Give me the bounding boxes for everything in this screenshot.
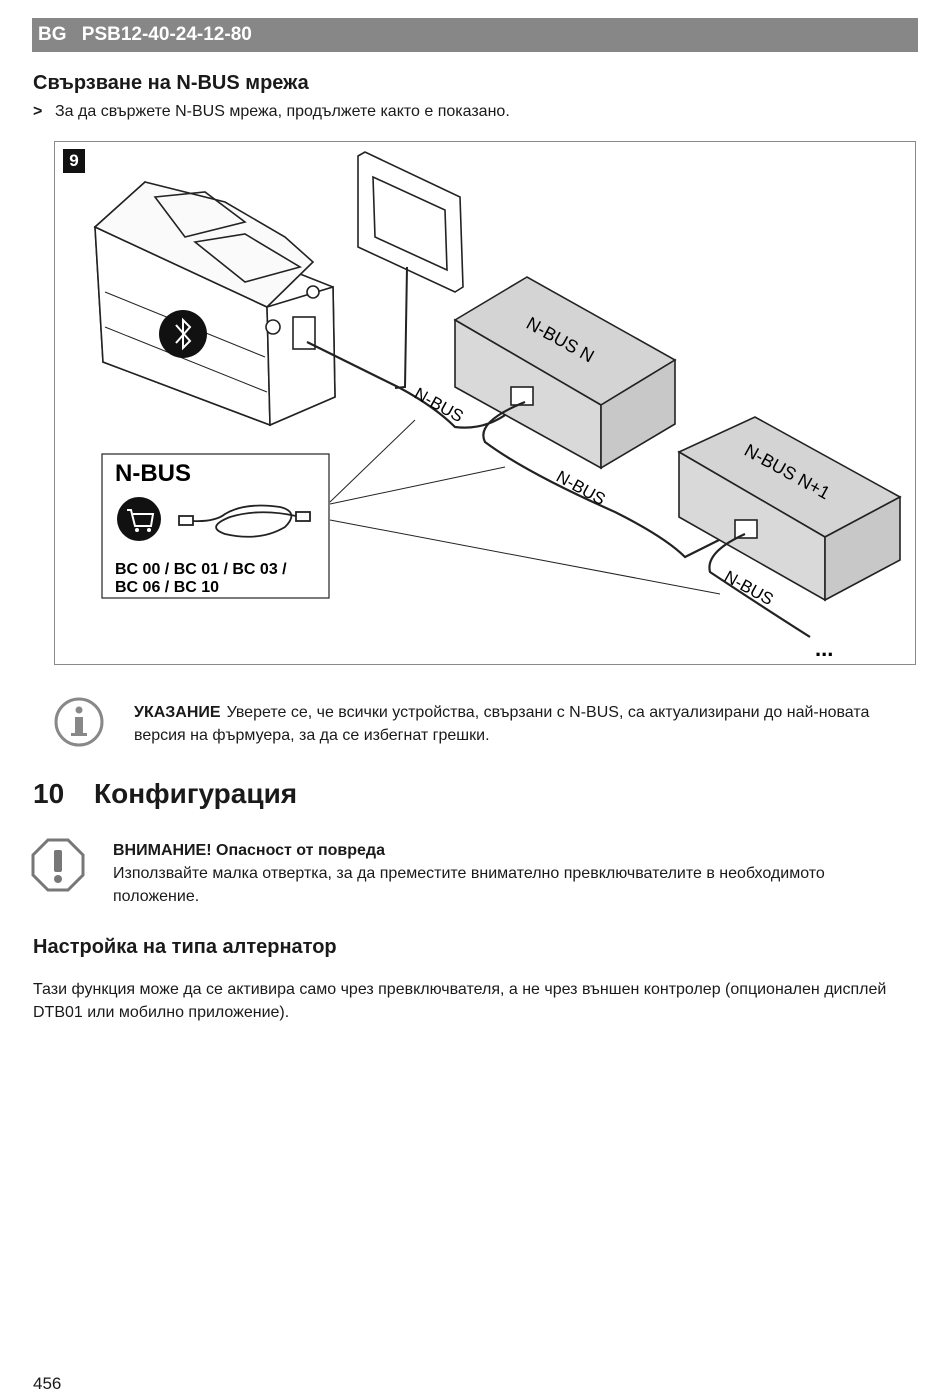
info-icon: [54, 697, 104, 747]
callout-title: N-BUS: [115, 460, 191, 487]
warning-text: Използвайте малка отвертка, за да премес…: [113, 865, 825, 905]
cable-icon: [178, 504, 311, 538]
instruction-step: > За да свържете N-BUS мрежа, продължете …: [33, 103, 510, 121]
battery: [93, 181, 336, 427]
cable-label-3: N-BUS: [721, 567, 776, 609]
chapter-heading: 10 Конфигурация: [33, 778, 297, 810]
display-panel: [357, 151, 464, 293]
chapter-number: 10: [33, 778, 65, 809]
figure-nbus-network: ... N-BUS N N-BUS N+1 N-BUS N-BUS N-BUS …: [54, 141, 916, 665]
nbus-diagram: ... N-BUS N N-BUS N+1 N-BUS N-BUS N-BUS …: [93, 151, 902, 661]
language-code: BG: [38, 24, 67, 45]
accessories-line-1: BC 00 / BC 01 / BC 03 /: [115, 561, 287, 578]
warning-block: ВНИМАНИЕ! Опасност от повреда Използвайт…: [113, 839, 893, 908]
page-header: BG PSB12-40-24-12-80: [32, 18, 918, 52]
warning-title: ВНИМАНИЕ! Опасност от повреда: [113, 842, 385, 859]
figure-number: 9: [63, 149, 85, 173]
accessories-line-2: BC 06 / BC 10: [115, 579, 219, 596]
cable-label-1: N-BUS: [411, 384, 466, 426]
page-number: 456: [33, 1374, 62, 1393]
section-title-nbus: Свързване на N-BUS мрежа: [33, 72, 309, 94]
accessory-callout: N-BUS BC 00 / BC 01 / BC 03 / BC 06 / BC…: [101, 453, 330, 599]
note-label: УКАЗАНИЕ: [134, 704, 221, 721]
section-title-alternator: Настройка на типа алтернатор: [33, 936, 337, 958]
alternator-paragraph: Тази функция може да се активира само чр…: [33, 981, 887, 1021]
device-box-n1: [677, 416, 902, 602]
cable-label-2: N-BUS: [553, 467, 608, 509]
bullet-arrow-icon: >: [33, 103, 43, 120]
bluetooth-glyph: [175, 317, 192, 351]
warning-icon: [31, 838, 85, 892]
note-text: Уверете се, че всички устройства, свърза…: [134, 704, 870, 744]
instruction-text: За да свържете N-BUS мрежа, продължете к…: [55, 103, 510, 120]
continuation-dots: ...: [815, 636, 833, 661]
model-number: PSB12-40-24-12-80: [81, 24, 252, 45]
chapter-title: Конфигурация: [94, 778, 298, 809]
device-box-n: [453, 276, 677, 470]
shopping-cart-icon: [117, 497, 161, 541]
